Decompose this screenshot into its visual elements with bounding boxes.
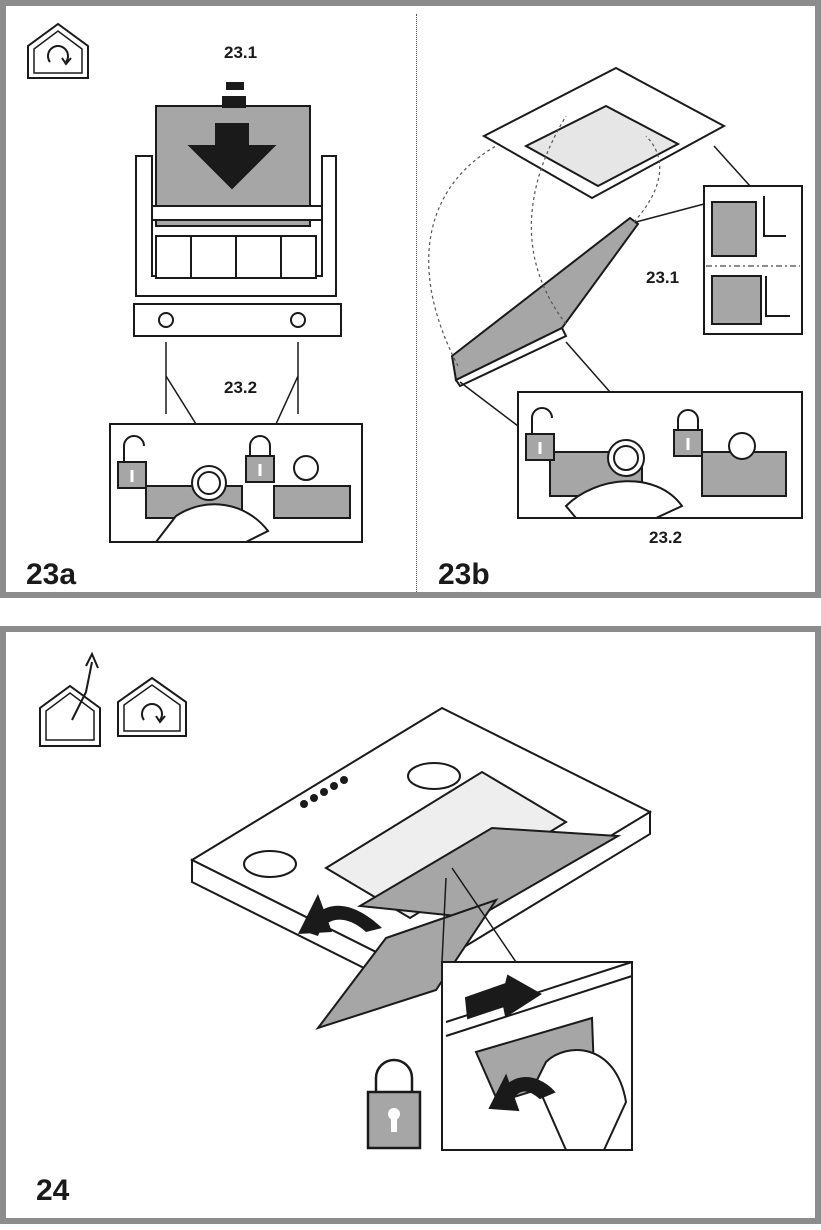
detail-box-23b-2: [518, 392, 802, 518]
house-extraction-icon: [40, 654, 100, 746]
figure-label-24: 24: [36, 1174, 69, 1208]
grease-filter-23b: [452, 218, 638, 386]
step-label-23a-1: 23.1: [224, 43, 257, 63]
grease-filter-assembly-23a: [134, 82, 341, 336]
step-label-23b-2: 23.2: [649, 528, 682, 548]
figure-label-23a: 23a: [26, 558, 76, 592]
padlock-closed-icon-24: [368, 1060, 420, 1148]
figure-label-23b: 23b: [438, 558, 490, 592]
house-recirculation-icon: [28, 24, 88, 78]
step-label-23a-2: 23.2: [224, 378, 257, 398]
figure-24-panel: 24: [0, 626, 821, 1224]
detail-box-23b-1: [704, 186, 802, 334]
hood-frame-23b: [484, 68, 724, 198]
figure-23-panel: 23.1 23.2 23a 23.1 23.2 23b: [0, 0, 821, 598]
figure-23-illustration: [6, 6, 821, 604]
step-label-23b-1: 23.1: [646, 268, 679, 288]
detail-box-23a: [110, 424, 362, 542]
figure-24-illustration: [6, 632, 821, 1230]
house-recirculation-icon-24: [118, 678, 186, 736]
detail-box-24: [442, 962, 632, 1150]
